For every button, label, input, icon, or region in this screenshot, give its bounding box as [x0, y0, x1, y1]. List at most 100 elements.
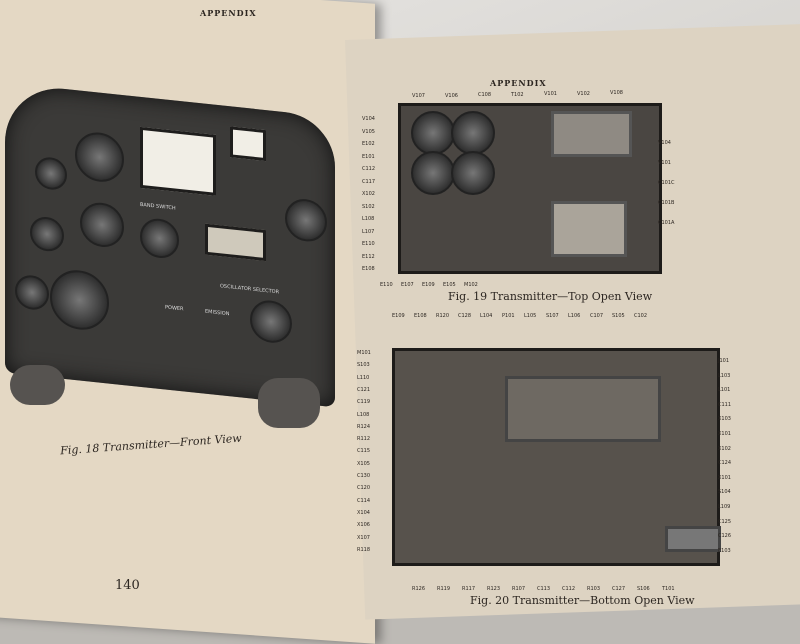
callout-label: C130 [357, 473, 371, 479]
callout-label: L108 [362, 216, 375, 222]
tube [451, 111, 495, 155]
foot [10, 365, 65, 405]
callout-label: C101C [658, 180, 675, 186]
power-label: POWER [165, 304, 184, 313]
callout-label: V104 [658, 140, 671, 146]
callout-label: C107 [590, 313, 604, 319]
callout-label: E105 [443, 282, 456, 288]
callout-label: M102 [464, 282, 478, 288]
fig19-caption: Fig. 19 Transmitter—Top Open View [448, 290, 653, 303]
callout-label: X105 [357, 460, 370, 467]
callout-label: L104 [480, 313, 493, 319]
callout-label: L103 [718, 372, 731, 379]
callout-label: V106 [445, 92, 458, 99]
callout-label: E108 [362, 266, 375, 272]
callout-label: E107 [401, 282, 414, 288]
callout-label: V102 [577, 90, 590, 97]
callout-label: C115 [357, 448, 371, 455]
callout-label: E112 [362, 253, 375, 260]
callout-label: C113 [537, 586, 551, 592]
callout-label: C127 [612, 586, 626, 592]
oscillator-label: OSCILLATOR SELECTOR [220, 283, 280, 296]
callout-label: L106 [568, 313, 581, 319]
knob [15, 273, 49, 312]
callout-label: C117 [362, 178, 376, 185]
transmitter-front-photo: BAND SWITCH OSCILLATOR SELECTOR POWER EM… [5, 82, 335, 408]
callout-label: S102 [362, 203, 375, 210]
callout-label: S107 [546, 313, 559, 319]
callout-label: R126 [412, 586, 426, 592]
component-board [505, 376, 661, 442]
callout-label: X101 [718, 431, 731, 437]
callout-label: C121 [357, 386, 371, 393]
callout-label: X107 [357, 534, 370, 541]
dial-meter [50, 267, 109, 333]
knob [35, 155, 67, 192]
tube [411, 151, 455, 195]
band-switch-knob [140, 216, 179, 260]
callout-label: X104 [357, 509, 370, 516]
small-meter [230, 126, 266, 162]
component-board [665, 526, 721, 552]
knob [30, 215, 64, 253]
callout-label: T102 [511, 91, 524, 98]
callout-label: R103 [587, 586, 601, 592]
callout-label: R112 [357, 436, 371, 443]
callout-label: V108 [610, 90, 623, 96]
callout-label: V107 [412, 93, 425, 99]
callout-label: S106 [637, 586, 650, 592]
fig20-bottom-view-photo [392, 348, 721, 566]
callout-label: C126 [718, 533, 732, 540]
callout-label: E101 [362, 153, 375, 160]
callout-label: E103 [718, 547, 731, 554]
cover-plate [551, 111, 632, 157]
dial-meter [75, 130, 124, 185]
callout-label: L101 [718, 387, 731, 394]
callout-label: S104 [718, 489, 731, 496]
callout-label: R120 [436, 313, 450, 319]
callout-label: R117 [462, 586, 476, 592]
callout-label: P101 [502, 313, 515, 319]
callout-label: S103 [357, 362, 370, 369]
knob [285, 197, 327, 244]
callout-label: C114 [357, 497, 371, 504]
callout-label: C102 [634, 313, 648, 319]
tube [451, 151, 495, 195]
callout-label: E110 [380, 282, 393, 288]
callout-label: V105 [362, 128, 375, 135]
callout-label: T101 [662, 586, 675, 592]
callout-label: E110 [362, 241, 375, 247]
left-page-header: APPENDIX [200, 8, 257, 18]
callout-label: M101 [357, 350, 371, 356]
oscillator-knob [250, 298, 292, 345]
callout-label: C120 [357, 485, 371, 492]
callout-label: J101 [718, 358, 730, 364]
fig20-caption: Fig. 20 Transmitter—Bottom Open View [470, 594, 695, 607]
cover-plate [551, 201, 627, 257]
callout-label: R119 [437, 586, 451, 592]
callout-label: L109 [718, 504, 731, 510]
callout-label: L108 [357, 411, 370, 418]
callout-label: C125 [718, 518, 732, 525]
emission-label: EMISSION [205, 308, 230, 318]
callout-label: L107 [362, 228, 375, 235]
callout-label: C111 [718, 401, 732, 408]
right-page-header: APPENDIX [490, 78, 547, 88]
callout-label: X101 [718, 474, 731, 481]
callout-label: V104 [362, 116, 375, 122]
meter-window [140, 126, 216, 196]
callout-label: E102 [362, 141, 375, 147]
callout-label: E109 [422, 282, 435, 288]
callout-label: C124 [718, 460, 732, 467]
page-number: 140 [115, 578, 140, 593]
fig19-top-view-photo [398, 103, 662, 274]
callout-label: R124 [357, 423, 371, 430]
callout-label: E109 [392, 313, 405, 319]
callout-label: C128 [458, 313, 472, 319]
knob [80, 200, 124, 250]
tube [411, 111, 455, 155]
foot [258, 378, 320, 428]
callout-label: C108 [478, 92, 492, 98]
callout-label: R123 [487, 586, 501, 592]
nameplate [205, 223, 266, 262]
